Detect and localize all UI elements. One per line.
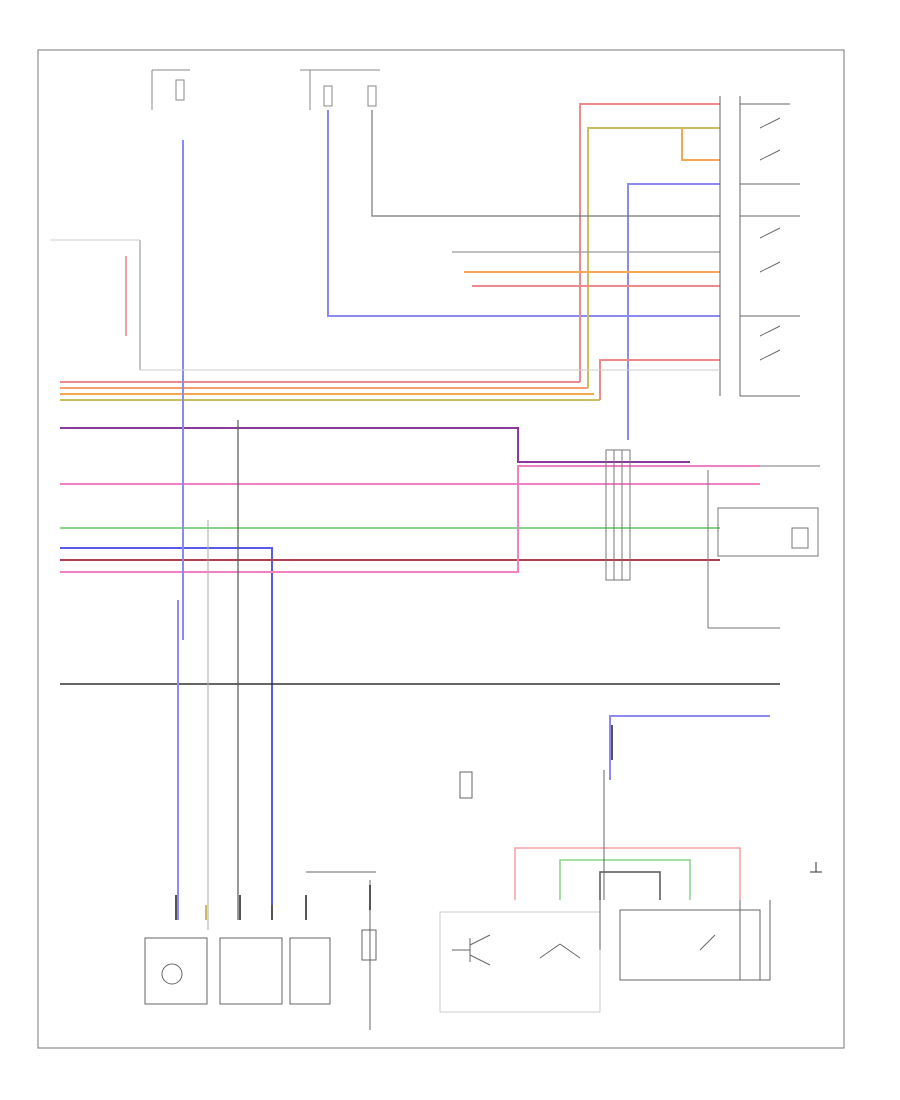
light-pink-wire-bottom — [514, 847, 741, 900]
gray-wire-top — [371, 110, 720, 217]
switch-bank — [719, 96, 800, 397]
diagram-frame — [37, 49, 845, 1049]
blue-wire-lower — [609, 715, 770, 780]
green-wire-bottom — [559, 859, 691, 900]
switch-icon — [759, 117, 781, 361]
purple-wire-route — [60, 427, 690, 463]
red-wire-right — [599, 359, 720, 400]
motor-icon — [144, 937, 208, 1005]
fuse-blocks — [50, 69, 720, 371]
wire-bus — [60, 381, 780, 920]
sensor-icon — [707, 465, 820, 629]
vertical-wires — [125, 103, 770, 930]
blue-wire-route — [60, 547, 273, 920]
switch-icon — [452, 934, 716, 966]
orange-wire-vertical — [681, 128, 720, 161]
pink-wire-lower — [60, 465, 760, 573]
relay-icon — [361, 929, 377, 961]
yellow-green-wire-vertical — [587, 127, 720, 388]
bottom-branches — [514, 847, 741, 900]
light-blue-wire-top — [327, 110, 720, 317]
light-blue-wire-right — [627, 183, 720, 440]
ground-icon — [810, 862, 822, 873]
red-wire-vertical — [579, 103, 720, 382]
connector-icon — [605, 449, 631, 581]
connector-stubs — [175, 725, 613, 920]
black-wire-bottom — [599, 871, 661, 900]
bottom-components — [144, 770, 822, 1030]
